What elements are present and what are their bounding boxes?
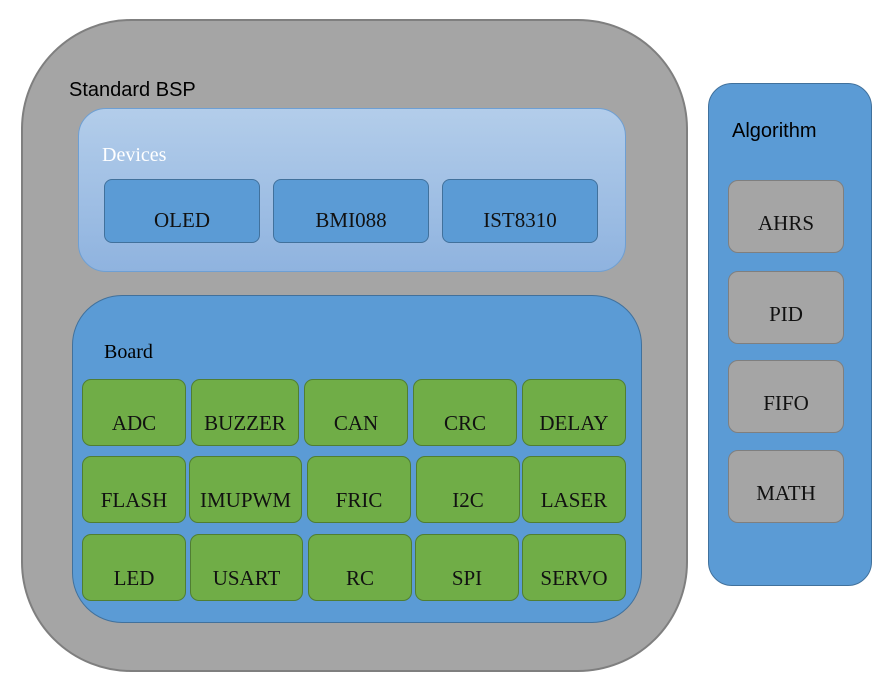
algorithm-item-math: MATH [728,450,844,523]
device-bmi088: BMI088 [273,179,429,243]
algorithm-item-pid: PID [728,271,844,344]
board-item-laser: LASER [522,456,626,523]
device-oled: OLED [104,179,260,243]
board-item-imupwm: IMUPWM [189,456,302,523]
board-item-rc: RC [308,534,412,601]
board-item-i2c: I2C [416,456,520,523]
board-item-servo: SERVO [522,534,626,601]
board-item-spi: SPI [415,534,519,601]
algorithm-item-fifo: FIFO [728,360,844,433]
board-item-buzzer: BUZZER [191,379,299,446]
board-item-fric: FRIC [307,456,411,523]
devices-title: Devices [102,144,167,166]
board-item-usart: USART [190,534,303,601]
algorithm-item-ahrs: AHRS [728,180,844,253]
board-item-delay: DELAY [522,379,626,446]
board-item-adc: ADC [82,379,186,446]
board-title: Board [104,341,153,363]
algorithm-title: Algorithm [732,120,817,142]
board-item-can: CAN [304,379,408,446]
board-item-flash: FLASH [82,456,186,523]
board-item-crc: CRC [413,379,517,446]
board-item-led: LED [82,534,186,601]
device-ist8310: IST8310 [442,179,598,243]
standard-bsp-title: Standard BSP [69,79,196,101]
